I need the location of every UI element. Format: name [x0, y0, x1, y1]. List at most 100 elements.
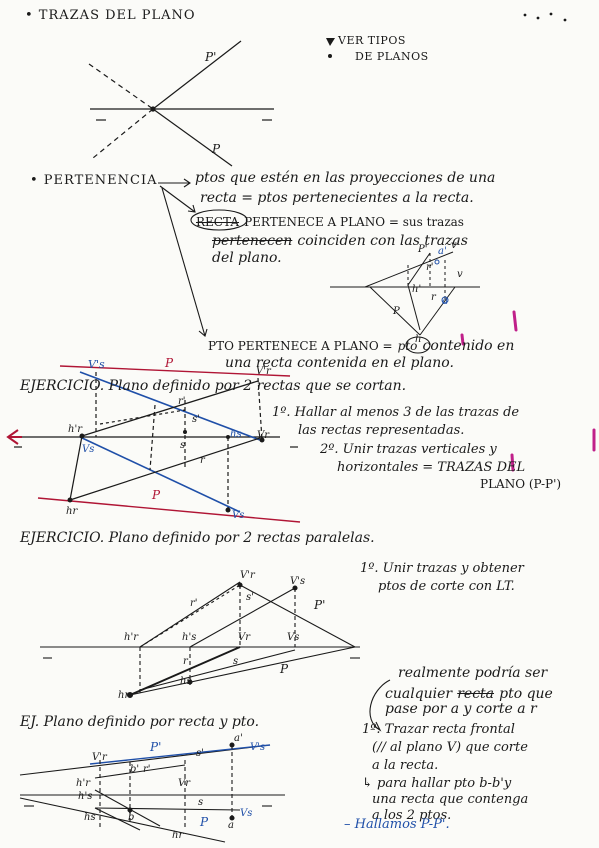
e2-label-p: P [280, 662, 289, 676]
note-de-planos: DE PLANOS [355, 50, 429, 63]
e1-label-r: r [200, 455, 205, 466]
e1-label-p-bottom: P [152, 488, 161, 502]
e3-label-hs-prime: h's [78, 791, 93, 802]
pertenencia-line-4: pertenecen coinciden con las trazas [212, 230, 468, 249]
e2-label-vr: Vr [238, 632, 251, 643]
pertenencia-arrows [158, 178, 431, 354]
e3-label-hs: hs [84, 812, 96, 823]
e3-label-a: a [228, 820, 234, 831]
exercise3-title: EJ. Plano definido por recta y pto. [20, 714, 260, 730]
e1-label-vs: Vs [82, 444, 95, 455]
exercise1-figure [6, 310, 596, 523]
exercise3-step3: – Hallamos P-P'. [344, 817, 450, 832]
e3-label-p: P [200, 815, 209, 829]
exercise3-step1-line1: 1º. Trazar recta frontal [362, 722, 515, 737]
e2-label-s-prime: s' [246, 592, 254, 603]
e3-label-hr-prime: h'r [76, 778, 90, 789]
e3-label-vr-prime: V'r [92, 752, 107, 763]
e3-label-a-prime: a' [234, 733, 243, 744]
note-cualquier: cualquier [385, 686, 453, 702]
corner-dots [523, 12, 567, 22]
fig-a-prime: a' [438, 246, 447, 257]
note-pto-que: pto que [499, 686, 553, 702]
pertenece-plano-text: PERTENECE A PLANO = sus trazas [244, 215, 464, 229]
label-p: P [212, 142, 221, 156]
recta-word: RECTA [196, 215, 239, 229]
pertenencia-line-7: una recta contenida en el plano. [225, 355, 454, 371]
e3-label-p-prime: P' [150, 740, 162, 754]
e2-label-hs-prime: h's [182, 632, 197, 643]
e1-label-r-prime: r' [178, 396, 186, 407]
exercise3-step1-line3: a la recta. [372, 758, 439, 773]
e2-label-r: r [183, 656, 188, 667]
trazas-figure [88, 40, 274, 167]
e2-label-s: s [233, 656, 239, 667]
fig-p: P [393, 306, 400, 317]
section-title-trazas: • TRAZAS DEL PLANO [25, 8, 196, 23]
e1-label-hs: hs [230, 429, 242, 440]
exercise1-step1-line1: 1º. Hallar al menos 3 de las trazas de [272, 405, 520, 420]
note-recta-struck: recta [457, 686, 495, 702]
e1-label-vs-prime: V's [88, 358, 105, 371]
fig-a: a [442, 296, 448, 307]
e2-label-r-prime: r' [190, 598, 198, 609]
e1-label-p-top: P [165, 356, 174, 370]
exercise3-step2-line2: una recta que contenga [372, 792, 529, 807]
e3-label-b-prime: b' [130, 764, 140, 775]
pertenencia-line-5: del plano. [212, 250, 282, 266]
exercise1-title: EJERCICIO. Plano definido por 2 rectas q… [20, 378, 407, 394]
exercise3-figure [19, 742, 285, 843]
note-arrow [369, 679, 391, 732]
triangle-marker [326, 38, 335, 58]
pertenencia-line-6: PTO PERTENECE A PLANO = pto contenido en [208, 335, 514, 354]
contenido-text: contenido en [422, 338, 515, 354]
exercise1-step1-line2: las rectas representadas. [298, 423, 465, 438]
fig-h: h [415, 334, 422, 345]
e3-label-vs-prime: V's [250, 742, 266, 753]
pertenencia-line-3: RECTA PERTENECE A PLANO = sus trazas [196, 211, 464, 230]
pertenencia-figure [330, 251, 480, 336]
pertenencia-line-1: ptos que estén en las proyecciones de un… [195, 170, 496, 186]
e2-label-hr-prime: h'r [124, 632, 138, 643]
e2-note-line1: realmente podría ser [398, 665, 548, 681]
exercise2-step1-line1: 1º. Unir trazas y obtener [360, 561, 524, 576]
e3-label-s: s [198, 797, 204, 808]
e2-label-vr-prime: V'r [240, 570, 255, 581]
exercise3-step2-line1: ↳ para hallar pto b-b'y [362, 776, 512, 791]
exercise3-step1-line2: (// al plano V) que corte [372, 740, 528, 755]
pto-pertenece-text: PTO PERTENECE A PLANO = [208, 339, 393, 353]
e3-label-hr: hr [172, 830, 184, 841]
e3-label-r-prime: r' [143, 764, 151, 775]
fig-v-prime: v' [451, 240, 460, 251]
e2-label-hs: hs [180, 676, 192, 687]
e1-label-vs-bottom: Vs [232, 510, 245, 521]
note-ver-tipos: VER TIPOS [338, 34, 406, 47]
e3-label-b: b [128, 812, 135, 823]
coinciden-text: coinciden con las trazas [297, 233, 468, 249]
struck-word: pertenecen [212, 233, 293, 249]
e2-label-p-prime: P' [314, 598, 326, 612]
e1-label-vr: Vr [257, 430, 270, 441]
fig-p-prime: P' [418, 244, 428, 255]
e2-label-vs: Vs [287, 632, 300, 643]
e3-label-vs: Vs [240, 808, 253, 819]
fig-h-prime: h' [412, 284, 422, 295]
e2-note-line2: cualquier recta pto que [385, 683, 553, 702]
fig-r-prime: r' [426, 262, 434, 273]
exercise2-step1-line2: ptos de corte con LT. [378, 579, 515, 594]
pertenencia-line-2: recta = ptos pertenecientes a la recta. [200, 190, 474, 206]
pto-circled: pto [397, 339, 418, 353]
exercise2-title: EJERCICIO. Plano definido por 2 rectas p… [20, 530, 375, 546]
e1-label-s-prime: s' [192, 414, 200, 425]
e3-label-s-prime: s' [196, 748, 204, 759]
e1-label-hr-prime: h'r [68, 424, 82, 435]
exercise1-step2-line3: PLANO (P-P') [480, 477, 562, 491]
exercise1-step2-line1: 2º. Unir trazas verticales y [320, 442, 497, 457]
e3-label-vr: Vr [178, 778, 191, 789]
e2-label-hr: hr [118, 690, 130, 701]
exercise1-step2-line2: horizontales = TRAZAS DEL [337, 460, 526, 475]
exercise2-figure [40, 581, 360, 699]
e1-label-hr: hr [66, 506, 78, 517]
